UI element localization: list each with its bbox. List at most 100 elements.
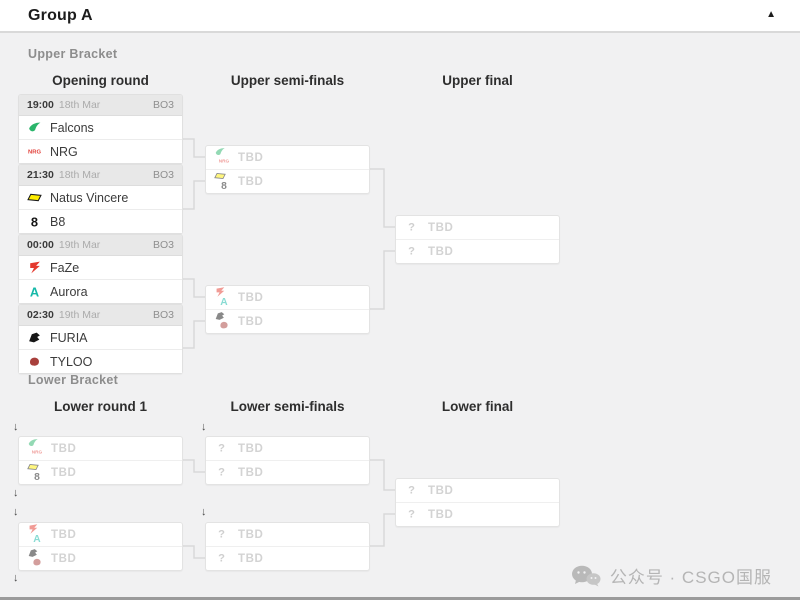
match-date: 19th Mar — [58, 309, 101, 321]
team-name: FURIA — [50, 330, 88, 345]
tbd-slot[interactable]: ? TBD — [396, 240, 559, 263]
team-row[interactable]: Falcons — [19, 116, 182, 140]
upper-semi-final-match[interactable]: NRG TBD 8 TBD — [205, 145, 370, 194]
match-date: 19th Mar — [58, 239, 101, 251]
possible-teams-logos-icon: 8 — [27, 462, 44, 483]
svg-text:8: 8 — [221, 181, 227, 191]
tbd-slot[interactable]: 8 TBD — [206, 170, 369, 193]
team-row[interactable]: A Aurora — [19, 280, 182, 303]
match-time: 21:30 — [27, 169, 54, 181]
loser-drop-arrow-icon: ↓ — [201, 421, 207, 433]
unknown-team-icon: ? — [214, 527, 229, 543]
furia-logo-icon — [27, 330, 42, 345]
tbd-slot[interactable]: A TBD — [19, 523, 182, 547]
tbd-label: TBD — [51, 552, 77, 565]
svg-text:?: ? — [408, 484, 415, 495]
upper-final-match[interactable]: ? TBD ? TBD — [395, 215, 560, 264]
tbd-label: TBD — [238, 466, 264, 479]
team-row[interactable]: FaZe — [19, 256, 182, 280]
svg-text:?: ? — [218, 552, 225, 563]
team-name: FaZe — [50, 260, 80, 275]
match-header: 21:30 18th Mar BO3 — [19, 165, 182, 186]
tbd-slot[interactable]: ? TBD — [206, 437, 369, 461]
tbd-slot[interactable]: ? TBD — [396, 479, 559, 503]
team-name: TYLOO — [50, 354, 93, 369]
match-format-badge: BO3 — [152, 99, 174, 111]
natus-vincere-logo-icon — [27, 190, 42, 205]
tbd-slot[interactable]: ? TBD — [396, 216, 559, 240]
lower-round1-match[interactable]: NRG TBD 8 TBD — [18, 436, 183, 485]
tbd-slot[interactable]: NRG TBD — [19, 437, 182, 461]
svg-text:NRG: NRG — [219, 159, 230, 164]
unknown-team-icon: ? — [214, 551, 229, 567]
tbd-slot[interactable]: TBD — [19, 547, 182, 570]
svg-text:8: 8 — [31, 214, 38, 229]
svg-text:A: A — [30, 284, 39, 299]
loser-drop-arrow-icon: ↓ — [201, 506, 207, 518]
team-row[interactable]: TYLOO — [19, 350, 182, 373]
svg-text:8: 8 — [34, 472, 40, 482]
possible-teams-logos-icon: A — [214, 287, 231, 308]
tbd-slot[interactable]: ? TBD — [206, 461, 369, 484]
match-time: 02:30 — [27, 309, 54, 321]
svg-text:NRG: NRG — [28, 150, 41, 156]
column-header-lower-round-1: Lower round 1 — [53, 399, 147, 414]
lower-semi-final-match[interactable]: ? TBD ? TBD — [205, 436, 370, 485]
lower-semi-final-match[interactable]: ? TBD ? TBD — [205, 522, 370, 571]
team-row[interactable]: 8 B8 — [19, 210, 182, 233]
team-row[interactable]: Natus Vincere — [19, 186, 182, 210]
column-header-opening-round: Opening round — [52, 73, 149, 88]
column-header-upper-final: Upper final — [442, 73, 513, 88]
group-title: Group A — [28, 6, 93, 24]
aurora-logo-icon: A — [27, 284, 42, 299]
lower-final-match[interactable]: ? TBD ? TBD — [395, 478, 560, 527]
team-row[interactable]: FURIA — [19, 326, 182, 350]
loser-drop-arrow-icon: ↓ — [13, 506, 19, 518]
team-name: B8 — [50, 214, 66, 229]
collapse-caret-icon[interactable]: ▲ — [766, 9, 776, 20]
lower-round1-match[interactable]: A TBD TBD — [18, 522, 183, 571]
tbd-slot[interactable]: A TBD — [206, 286, 369, 310]
team-row[interactable]: NRG NRG — [19, 140, 182, 163]
tbd-label: TBD — [428, 221, 454, 234]
tbd-slot[interactable]: 8 TBD — [19, 461, 182, 484]
tbd-slot[interactable]: ? TBD — [396, 503, 559, 526]
tbd-label: TBD — [238, 528, 264, 541]
unknown-team-icon: ? — [214, 465, 229, 481]
match-card[interactable]: 00:00 19th Mar BO3 FaZe A Aurora — [18, 234, 183, 304]
wechat-icon — [571, 565, 601, 586]
falcons-logo-icon — [27, 120, 42, 135]
team-name: NRG — [50, 144, 78, 159]
team-name: Aurora — [50, 284, 88, 299]
bottom-edge-bar — [0, 597, 800, 600]
possible-teams-logos-icon — [214, 311, 231, 332]
match-card[interactable]: 19:00 18th Mar BO3 Falcons NRG NRG — [18, 94, 183, 164]
tyloo-logo-icon — [27, 354, 42, 369]
group-header: Group A ▲ — [0, 0, 800, 33]
team-name: Natus Vincere — [50, 190, 129, 205]
svg-text:NRG: NRG — [32, 450, 43, 455]
tbd-slot[interactable]: TBD — [206, 310, 369, 333]
watermark: 公众号 · CSGO国服 — [571, 563, 772, 588]
possible-teams-logos-icon: NRG — [214, 147, 231, 168]
match-header: 02:30 19th Mar BO3 — [19, 305, 182, 326]
possible-teams-logos-icon: NRG — [27, 438, 44, 459]
tbd-label: TBD — [238, 151, 264, 164]
match-card[interactable]: 02:30 19th Mar BO3 FURIA TYLOO — [18, 304, 183, 374]
team-name: Falcons — [50, 120, 94, 135]
upper-semi-final-match[interactable]: A TBD TBD — [205, 285, 370, 334]
tbd-label: TBD — [238, 552, 264, 565]
match-format-badge: BO3 — [152, 239, 174, 251]
tbd-label: TBD — [428, 508, 454, 521]
match-card[interactable]: 21:30 18th Mar BO3 Natus Vincere 8 B8 — [18, 164, 183, 234]
unknown-team-icon: ? — [404, 507, 419, 523]
tbd-slot[interactable]: ? TBD — [206, 547, 369, 570]
match-header: 19:00 18th Mar BO3 — [19, 95, 182, 116]
match-format-badge: BO3 — [152, 309, 174, 321]
tbd-slot[interactable]: ? TBD — [206, 523, 369, 547]
tbd-slot[interactable]: NRG TBD — [206, 146, 369, 170]
tbd-label: TBD — [428, 245, 454, 258]
match-time: 00:00 — [27, 239, 54, 251]
svg-text:A: A — [33, 534, 41, 544]
